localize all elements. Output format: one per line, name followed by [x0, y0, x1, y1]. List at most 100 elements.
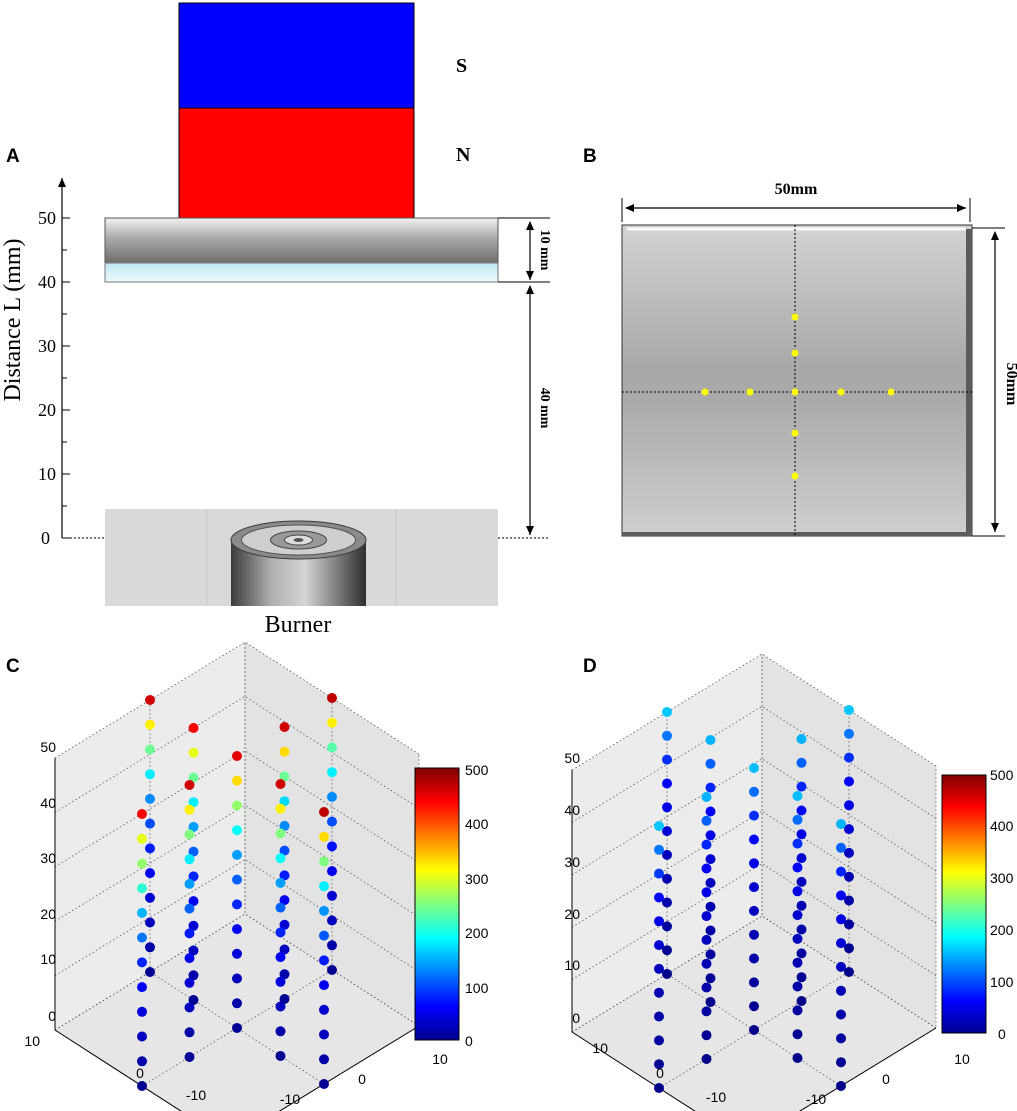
colorbar-tick-label: 0 — [465, 1033, 473, 1049]
magnet-n-label: N — [456, 144, 471, 166]
data-point — [844, 705, 854, 715]
height-label: 50mm — [1003, 363, 1017, 406]
data-point — [327, 841, 337, 852]
measurement-point — [791, 472, 799, 480]
data-point — [319, 831, 329, 842]
data-point — [232, 751, 242, 761]
back-wall-right — [762, 654, 936, 1028]
back-wall-left — [55, 642, 245, 1030]
data-point — [327, 742, 337, 753]
grid-line — [571, 653, 937, 771]
grid-line — [54, 641, 420, 759]
data-point — [654, 1011, 664, 1022]
data-point — [275, 952, 286, 963]
data-point — [796, 853, 807, 864]
x-tick-label: 0 — [358, 1071, 366, 1087]
data-point — [796, 972, 807, 983]
data-point — [145, 843, 155, 854]
data-point — [844, 776, 854, 787]
data-point — [188, 846, 199, 857]
data-point — [836, 1081, 846, 1091]
data-point — [662, 730, 672, 741]
data-point — [145, 719, 155, 730]
panel-a-letter: A — [6, 146, 20, 167]
data-point — [792, 910, 803, 921]
data-point — [662, 921, 672, 932]
data-point — [844, 967, 854, 977]
data-point — [319, 1054, 329, 1065]
data-point — [701, 792, 712, 802]
data-point — [327, 717, 337, 728]
magnet-s-label: S — [456, 55, 467, 77]
data-point — [279, 820, 290, 831]
data-point — [662, 897, 672, 908]
data-point — [184, 1002, 195, 1013]
z-tick-label: 40 — [40, 795, 56, 811]
data-point — [662, 802, 672, 813]
data-point — [844, 847, 854, 858]
data-point — [705, 997, 716, 1007]
data-point — [836, 866, 846, 877]
data-point — [796, 996, 807, 1006]
data-point — [749, 834, 759, 845]
data-point — [188, 945, 199, 956]
data-point — [701, 1030, 712, 1041]
data-point — [792, 1005, 803, 1016]
burner-cylinder — [230, 520, 367, 606]
data-point — [137, 809, 147, 819]
data-point — [137, 907, 147, 918]
gap-label: 40 mm — [537, 388, 552, 429]
data-point — [654, 963, 664, 974]
plot-c-z-ticks: 50 40 30 20 10 0 — [40, 739, 56, 1024]
data-point — [749, 1025, 759, 1035]
data-point — [279, 845, 290, 856]
data-point — [327, 866, 337, 877]
data-point — [275, 779, 286, 789]
data-point — [232, 973, 242, 984]
data-point — [319, 955, 329, 966]
data-point — [232, 849, 242, 860]
colorbar-tick-label: 400 — [465, 816, 489, 832]
data-point — [701, 958, 712, 969]
data-point — [792, 957, 803, 968]
data-point — [836, 1033, 846, 1044]
colorbar-c — [414, 767, 460, 1041]
data-point — [836, 985, 846, 996]
data-point — [836, 914, 846, 925]
data-point — [279, 969, 290, 980]
data-point — [844, 800, 854, 811]
data-point — [184, 953, 195, 964]
data-point — [654, 940, 664, 951]
data-point — [319, 1079, 329, 1089]
data-point — [232, 899, 242, 910]
data-point — [705, 949, 716, 960]
data-point — [145, 917, 155, 928]
data-point — [275, 1051, 286, 1061]
data-point — [654, 1059, 664, 1070]
measurement-point — [837, 388, 845, 396]
distance-axis-ticks — [62, 217, 70, 539]
distance-tick-label: 50 — [38, 208, 56, 228]
y-tick-label: 0 — [656, 1065, 664, 1081]
data-point — [662, 826, 672, 837]
data-point — [184, 928, 195, 939]
data-point — [232, 924, 242, 935]
data-point — [188, 871, 199, 882]
data-point — [654, 916, 664, 927]
burner-label: Burner — [265, 612, 332, 638]
data-point — [275, 976, 286, 987]
data-point — [188, 723, 199, 733]
colorbar-tick-label: 100 — [465, 980, 489, 996]
colorbar-d — [941, 774, 987, 1034]
data-point — [654, 868, 664, 879]
data-point — [275, 1001, 286, 1012]
panel-d-letter: D — [583, 656, 597, 677]
z-tick-label: 0 — [572, 1010, 580, 1026]
z-tick-label: 0 — [48, 1008, 56, 1024]
data-point — [145, 793, 155, 804]
colorbar-tick-label: 200 — [990, 922, 1014, 938]
data-point — [188, 797, 199, 808]
measurement-point — [791, 388, 799, 396]
data-point — [184, 804, 195, 815]
colorbar-tick-label: 400 — [990, 818, 1014, 834]
